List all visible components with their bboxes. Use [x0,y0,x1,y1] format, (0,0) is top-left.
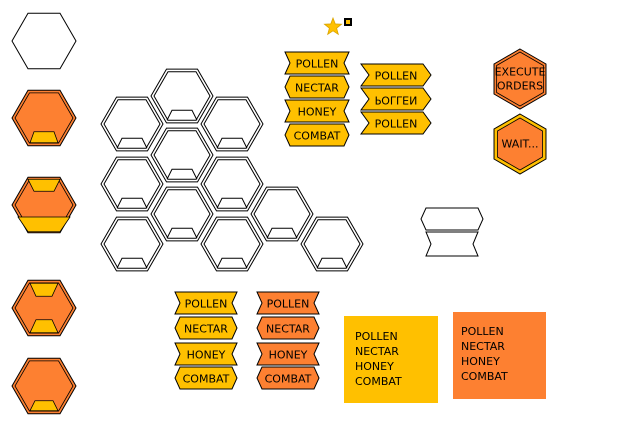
pollen-label: POLLEN [375,70,418,83]
legend-item-honey: HONEY [461,355,500,368]
yellow-order-label: NECTAR [184,323,228,336]
legend-item-combat: COMBAT [461,370,508,383]
honeycomb-cell[interactable] [100,96,164,152]
wait-button[interactable]: WAIT... [493,113,547,175]
resource-legend-yellow: POLLEN NECTAR HONEY COMBAT [344,316,438,403]
honeycomb-cell[interactable] [300,216,364,272]
yellow-order-pollen-button[interactable]: POLLEN [174,291,238,315]
honeycomb-cell[interactable] [150,68,214,124]
order-label: HONEY [298,106,337,119]
order-label: COMBAT [294,130,341,143]
legend-item-nectar: NECTAR [461,340,505,353]
orange-hex-yellow-band[interactable] [11,176,77,234]
orange-hex-with-notch[interactable] [11,89,77,147]
star-icon [323,16,343,36]
order-label: NECTAR [295,82,339,95]
order-combat-button[interactable]: COMBAT [284,123,350,147]
honeycomb-cell[interactable] [200,156,264,212]
honeycomb-cell[interactable] [150,186,214,242]
pollen-label: POLLEN [375,118,418,131]
legend-item-pollen: POLLEN [461,325,504,338]
small-star-icon [344,18,352,26]
white-hex[interactable] [11,12,77,70]
orange-order-label: HONEY [269,349,308,362]
yellow-order-label: HONEY [187,349,226,362]
honeycomb-cell[interactable] [200,216,264,272]
orange-order-label: NECTAR [266,323,310,336]
orange-order-label: POLLEN [267,298,310,311]
orange-order-nectar-button[interactable]: NECTAR [256,316,320,340]
legend-item-nectar: NECTAR [355,345,399,358]
pollen-arrow-button[interactable]: POLLEN [360,111,432,135]
yellow-order-label: POLLEN [185,298,228,311]
honeycomb-cell[interactable] [200,96,264,152]
orange-order-honey-button[interactable]: HONEY [256,342,320,366]
order-pollen-button[interactable]: POLLEN [284,51,350,75]
orange-hex-bottom-notch[interactable] [11,357,77,415]
wait-label: WAIT... [502,138,539,151]
yellow-order-combat-button[interactable]: COMBAT [174,366,238,390]
pollen-arrow-button[interactable]: POLLEN [360,63,432,87]
legend-item-honey: HONEY [355,360,394,373]
yellow-order-honey-button[interactable]: HONEY [174,342,238,366]
order-honey-button[interactable]: HONEY [284,99,350,123]
yellow-order-nectar-button[interactable]: NECTAR [174,316,238,340]
order-label: POLLEN [296,58,339,71]
legend-item-combat: COMBAT [355,375,402,388]
pollen-arrow-button[interactable]: POLLEN [360,87,432,111]
orange-order-label: COMBAT [265,373,312,386]
honeycomb-cell[interactable] [150,127,214,183]
pollen-label-flipped: POLLEN [375,94,418,107]
execute-label-line2: ORDERS [497,80,543,93]
orange-hex-cross[interactable] [11,279,77,337]
honeycomb-cell[interactable] [250,186,314,242]
yellow-order-label: COMBAT [183,373,230,386]
order-nectar-button[interactable]: NECTAR [284,75,350,99]
legend-item-pollen: POLLEN [355,330,398,343]
honeycomb-cell[interactable] [100,156,164,212]
honeycomb-cell[interactable] [100,216,164,272]
execute-label-line1: EXECUTE [495,66,546,79]
orange-order-combat-button[interactable]: COMBAT [256,366,320,390]
resource-legend-orange: POLLEN NECTAR HONEY COMBAT [453,312,546,399]
orange-order-pollen-button[interactable]: POLLEN [256,291,320,315]
empty-order-slot[interactable] [420,207,484,257]
